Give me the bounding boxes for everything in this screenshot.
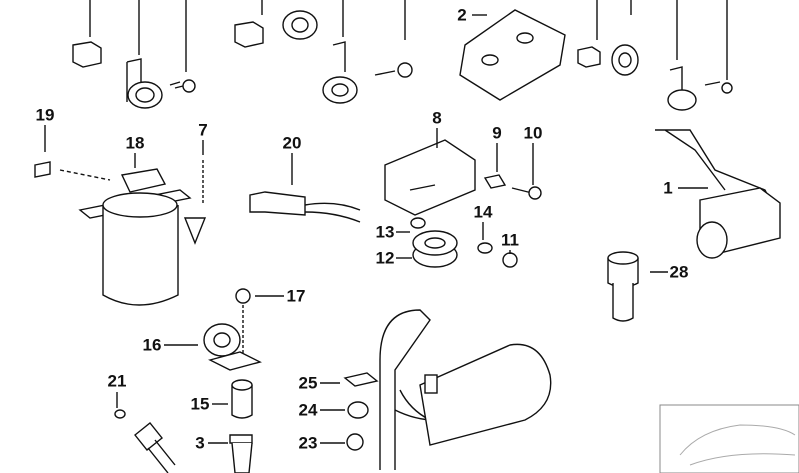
part-label-15: 15 (190, 394, 210, 414)
part-label-20: 20 (282, 133, 302, 153)
clamp-16-17 (203, 288, 262, 473)
part-label-11: 11 (501, 230, 519, 250)
part-label-3: 3 (195, 433, 205, 453)
part-label-10: 10 (523, 123, 543, 143)
part-label-7: 7 (198, 120, 208, 140)
part-label-13: 13 (375, 222, 395, 242)
grommet-2 (459, 9, 566, 101)
part-label-16: 16 (142, 335, 162, 355)
pressure-switch-20 (249, 191, 361, 223)
part-label-28: 28 (669, 262, 689, 282)
part-label-9: 9 (492, 123, 502, 143)
part-label-1: 1 (663, 178, 673, 198)
part-label-8: 8 (432, 108, 442, 128)
clip-assembly-middle (234, 10, 413, 104)
car-thumbnail (659, 404, 799, 473)
part-label-2: 2 (457, 5, 467, 25)
part-label-17: 17 (286, 286, 306, 306)
part-label-14: 14 (473, 202, 493, 222)
pipe-21 (114, 409, 176, 473)
receiver-drier-bottom (343, 309, 552, 470)
clip-assembly-right (577, 44, 733, 111)
label-leaders (44, 14, 708, 444)
part-label-24: 24 (298, 400, 318, 420)
clip-assembly-left (72, 41, 196, 109)
part-label-12: 12 (375, 248, 395, 268)
cap-28 (607, 251, 639, 322)
bracket-8 (384, 139, 542, 216)
receiver-drier (34, 160, 207, 306)
part-label-23: 23 (298, 433, 318, 453)
part-label-19: 19 (35, 105, 55, 125)
part-label-25: 25 (298, 373, 318, 393)
expansion-valve-1 (655, 129, 781, 259)
part-label-18: 18 (125, 133, 145, 153)
grommet-12 (410, 217, 518, 268)
part-label-21: 21 (107, 371, 127, 391)
top-leaders (89, 0, 728, 80)
